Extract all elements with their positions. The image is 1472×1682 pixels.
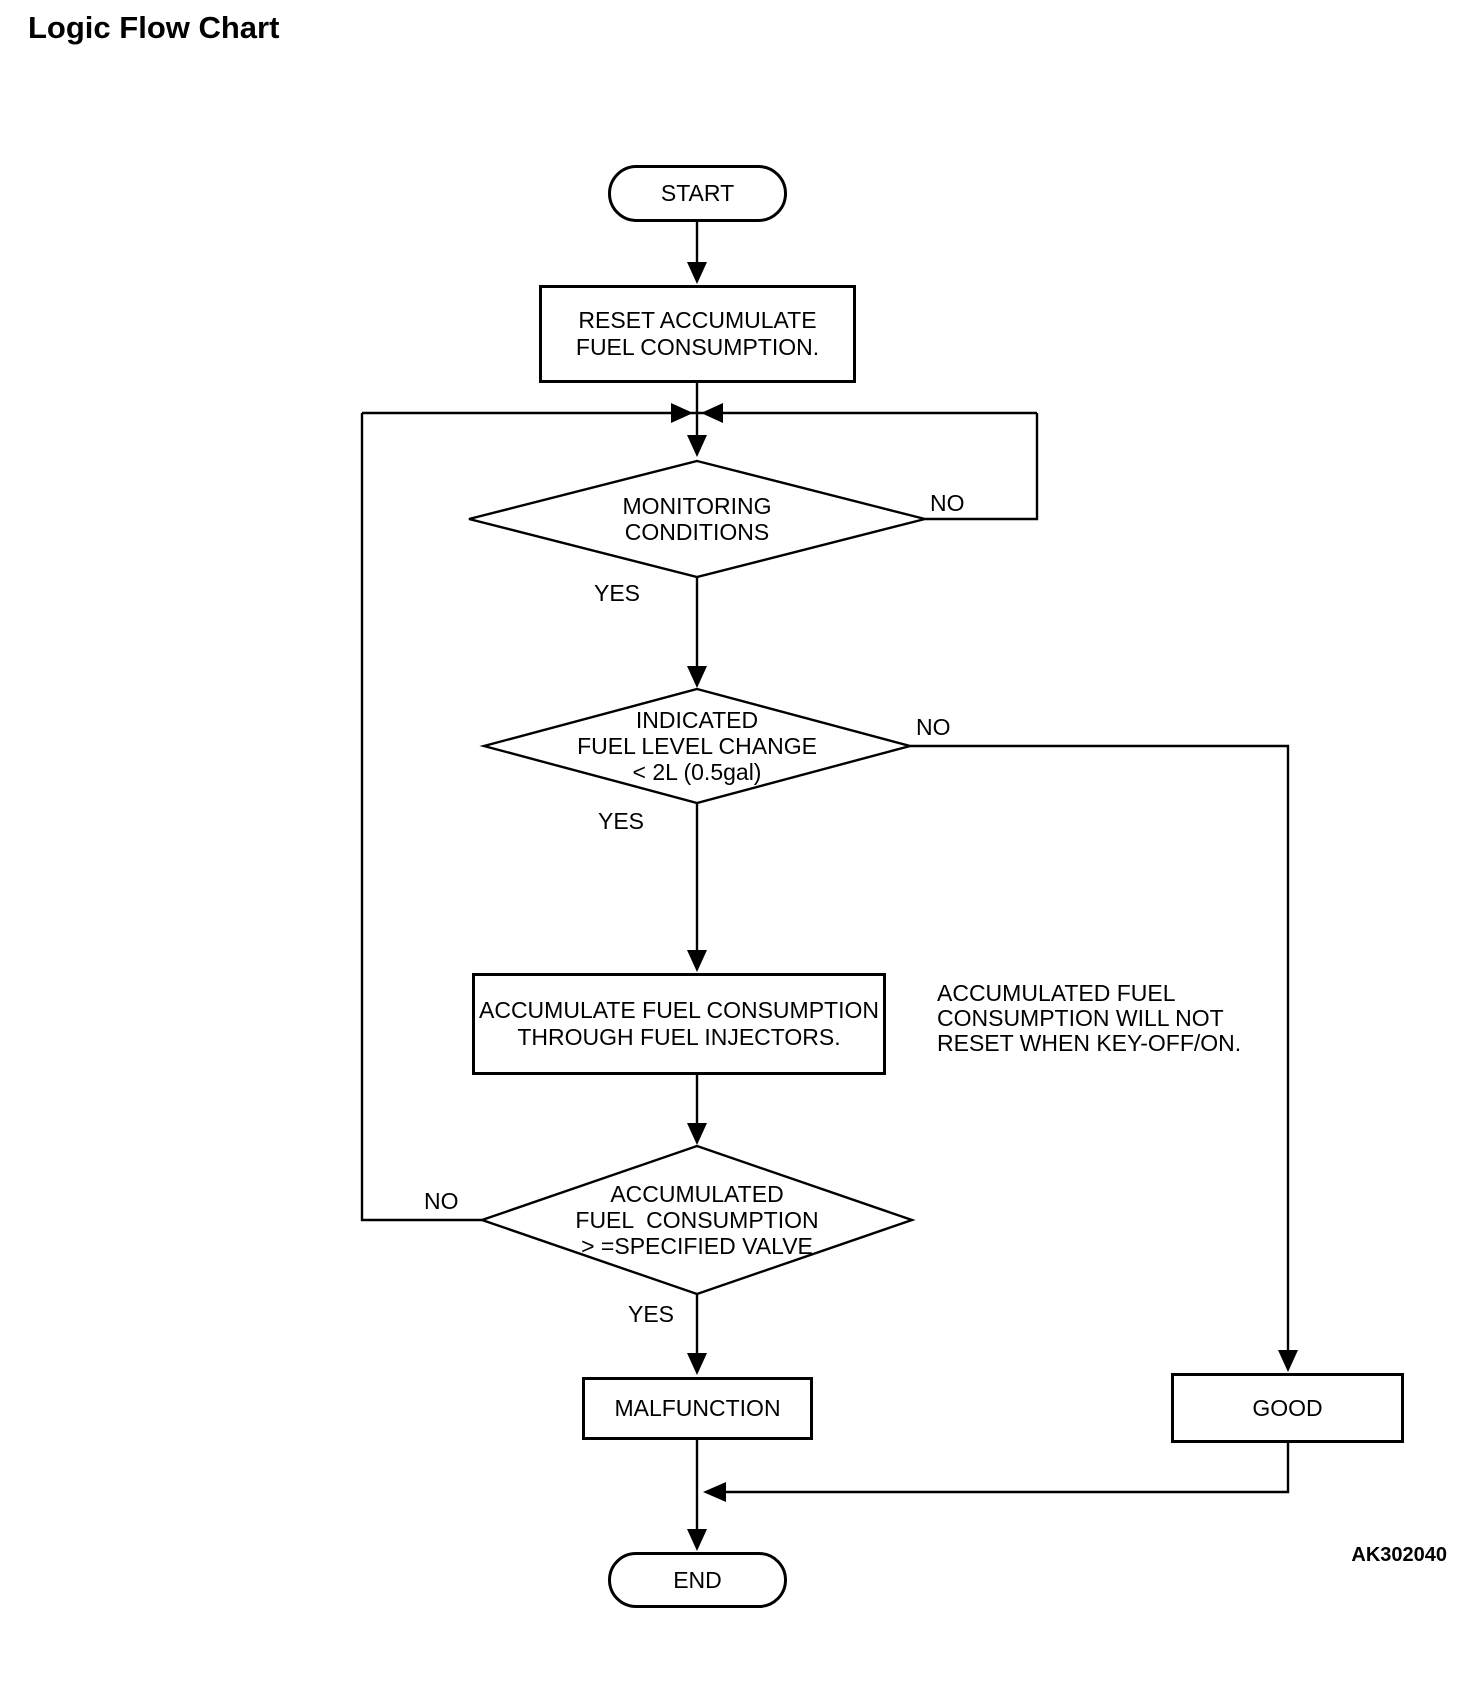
process-accumulate-line2: THROUGH FUEL INJECTORS. (517, 1024, 841, 1050)
process-malfunction-label: MALFUNCTION (614, 1395, 781, 1421)
edge-label-threshold-no: NO (424, 1188, 459, 1214)
arrowhead-into-accumulate (687, 950, 707, 972)
arrowhead-into-monitoring (687, 435, 707, 457)
decision-threshold-line2: FUEL CONSUMPTION (575, 1207, 819, 1233)
edge-label-fuel-level-yes: YES (598, 808, 645, 834)
annotation-note-line3: RESET WHEN KEY-OFF/ON. (937, 1030, 1242, 1056)
arrowhead-into-reset (687, 262, 707, 284)
process-reset-line1: RESET ACCUMULATE (578, 307, 817, 333)
process-reset-line2: FUEL CONSUMPTION. (575, 334, 820, 360)
decision-fuel-level-line2: FUEL LEVEL CHANGE (577, 733, 817, 759)
decision-threshold-shape (478, 1144, 916, 1296)
process-good-label: GOOD (1252, 1394, 1323, 1421)
edge-monitoring-no-loop (925, 413, 1039, 521)
arrowhead-junction-left (671, 403, 693, 423)
process-accumulate: ACCUMULATE FUEL CONSUMPTION THROUGH FUEL… (472, 973, 886, 1075)
edge-label-monitoring-yes: YES (594, 580, 641, 606)
edge-label-fuel-level-no: NO (916, 714, 951, 740)
arrowhead-into-end (687, 1529, 707, 1551)
terminator-end-label: END (673, 1566, 722, 1593)
decision-monitoring-line1: MONITORING (622, 493, 772, 519)
arrowhead-into-malfunction (687, 1353, 707, 1375)
decision-monitoring-line2: CONDITIONS (624, 519, 770, 545)
decision-fuel-level-text: INDICATED FUEL LEVEL CHANGE < 2L (0.5gal… (577, 707, 817, 785)
edge-threshold-no-loop (360, 413, 482, 1222)
edge-label-monitoring-no: NO (930, 490, 965, 516)
decision-fuel-level-shape (479, 687, 915, 805)
terminator-end: END (608, 1552, 787, 1608)
annotation-note-line2: CONSUMPTION WILL NOT (937, 1005, 1224, 1031)
page-title: Logic Flow Chart (28, 10, 280, 45)
terminator-start: START (608, 165, 787, 222)
annotation-note: ACCUMULATED FUEL CONSUMPTION WILL NOT RE… (937, 981, 1241, 1056)
figure-code: AK302040 (1351, 1544, 1447, 1566)
annotation-note-line1: ACCUMULATED FUEL (937, 980, 1176, 1006)
decision-monitoring-shape (468, 459, 926, 579)
decision-fuel-level-line3: < 2L (0.5gal) (632, 759, 762, 785)
decision-threshold-line1: ACCUMULATED (610, 1181, 784, 1207)
arrowhead-into-threshold (687, 1123, 707, 1145)
edge-fuel-level-no (910, 744, 1290, 1351)
edge-label-threshold-yes: YES (628, 1301, 675, 1327)
process-accumulate-line1: ACCUMULATE FUEL CONSUMPTION (479, 997, 879, 1023)
terminator-start-label: START (660, 180, 735, 206)
arrowhead-into-join (703, 1482, 726, 1502)
decision-threshold-text: ACCUMULATED FUEL CONSUMPTION > =SPECIFIE… (575, 1181, 818, 1259)
arrowhead-into-fuel-level (687, 666, 707, 688)
arrowhead-into-good (1278, 1350, 1298, 1372)
process-malfunction: MALFUNCTION (582, 1377, 813, 1440)
process-reset: RESET ACCUMULATE FUEL CONSUMPTION. (539, 285, 856, 383)
decision-monitoring-text: MONITORING CONDITIONS (622, 493, 771, 545)
process-good: GOOD (1171, 1373, 1404, 1443)
edge-good-join (706, 1443, 1290, 1494)
decision-fuel-level-line1: INDICATED (635, 707, 759, 733)
decision-threshold-line3: > =SPECIFIED VALVE (581, 1233, 813, 1259)
arrowhead-junction-right (701, 403, 723, 423)
